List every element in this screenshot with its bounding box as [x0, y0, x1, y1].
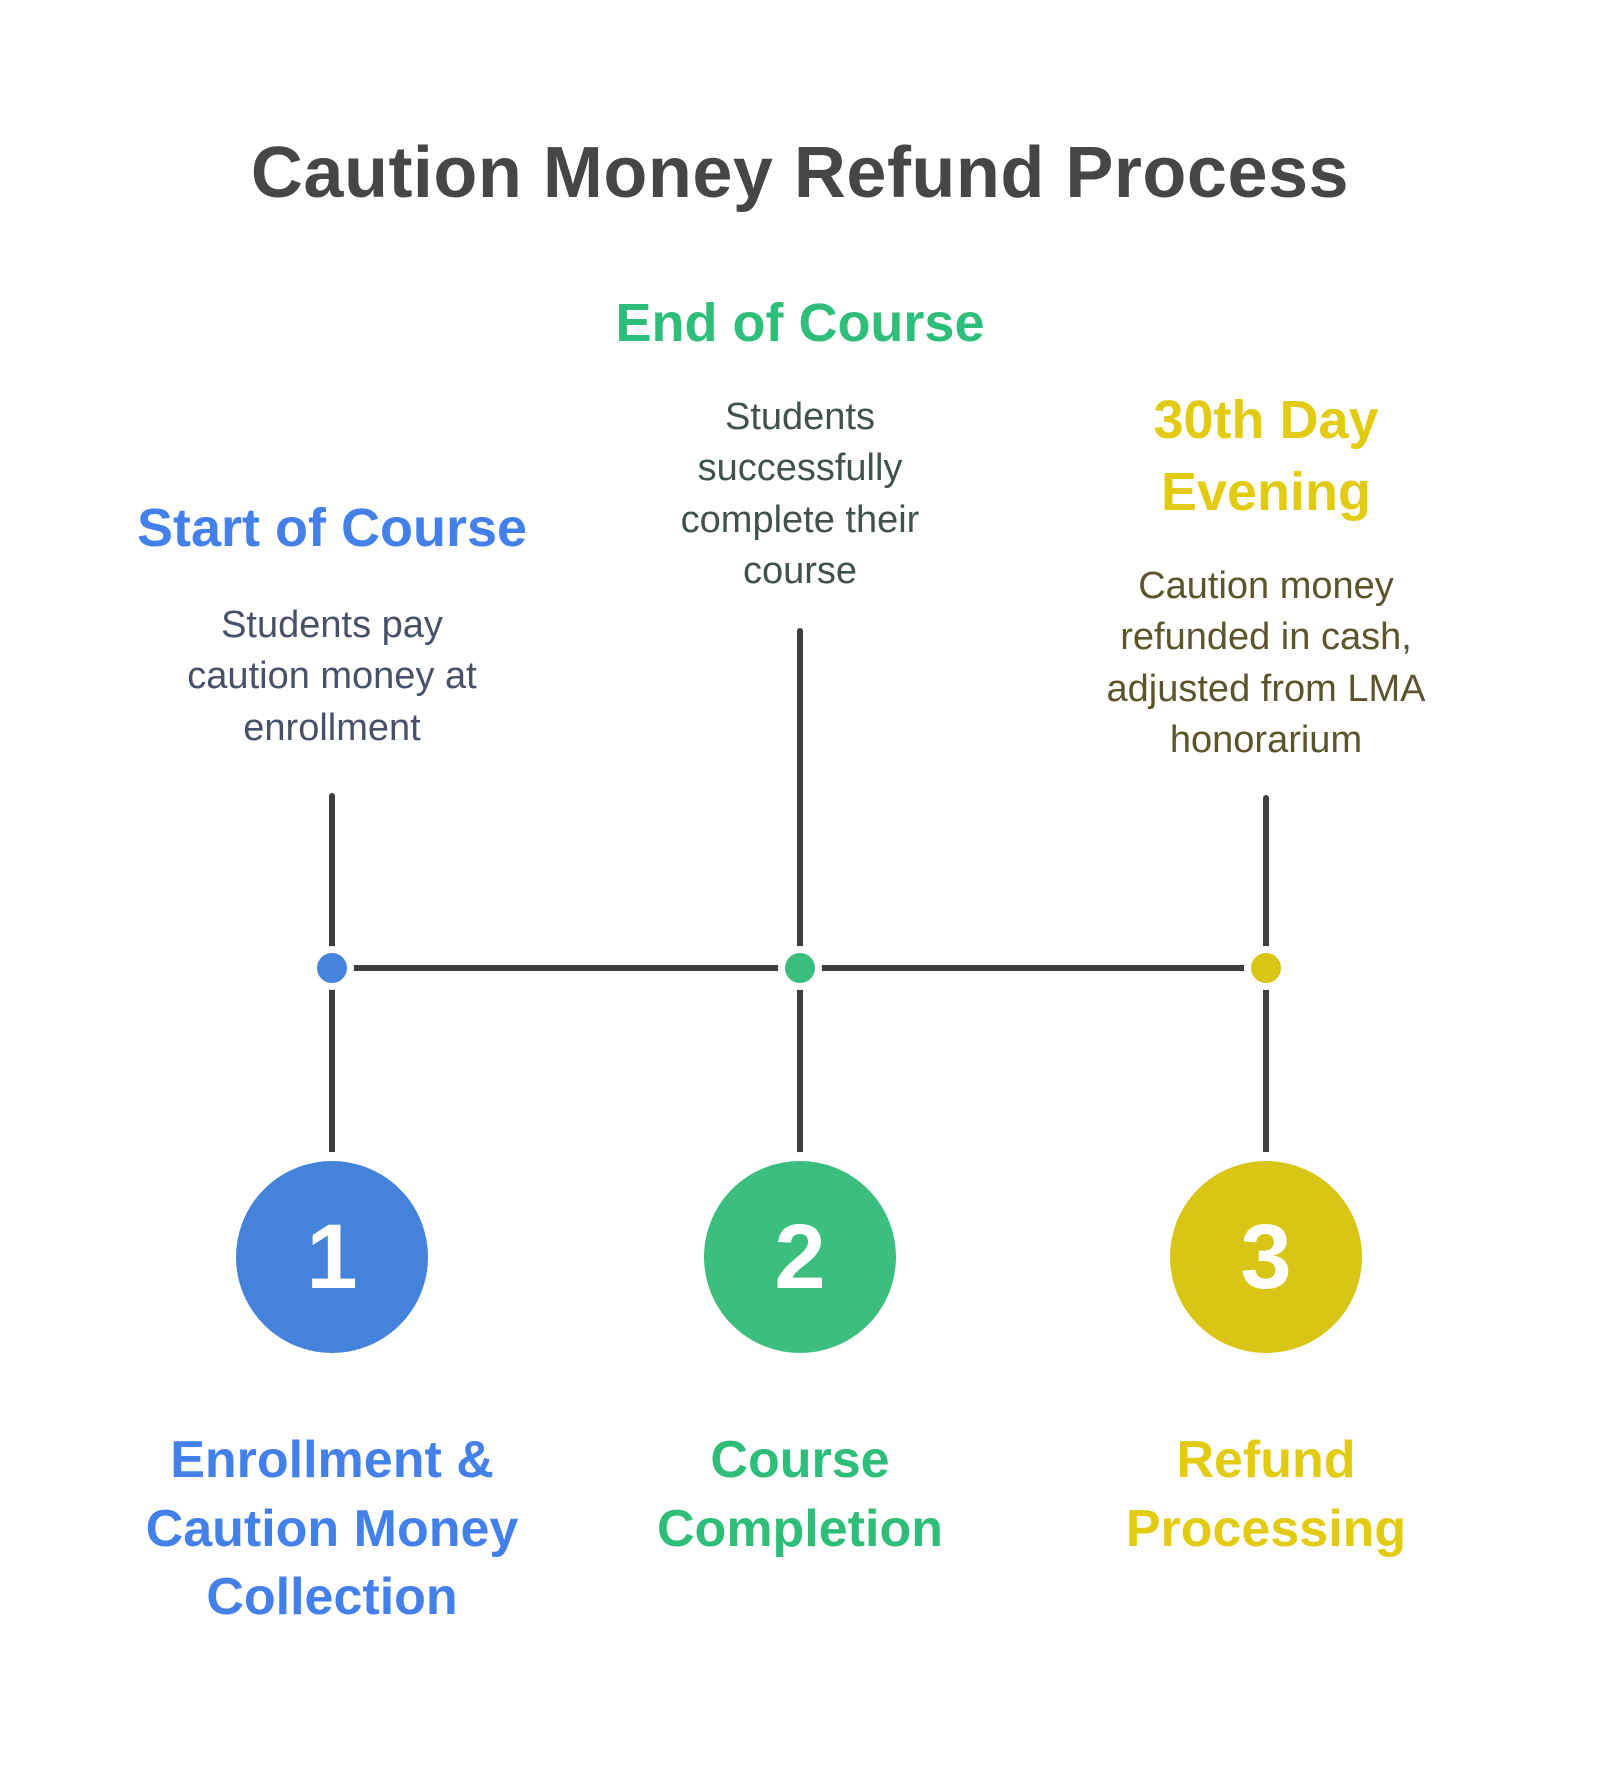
- step-1-label: Enrollment & Caution Money Collection: [145, 1431, 519, 1627]
- step-column-2: End of Course Students successfully comp…: [580, 0, 1020, 1767]
- step-2-number: 2: [774, 1206, 826, 1308]
- step-1-heading: Start of Course: [136, 498, 528, 558]
- step-1-number-circle: 1: [227, 1152, 437, 1362]
- step-1-description: Students pay caution money at enrollment: [187, 604, 477, 749]
- step-1-number: 1: [306, 1206, 358, 1308]
- step-3-heading: 30th Day Evening: [1153, 390, 1379, 522]
- step-2-connector-line: [797, 628, 803, 1160]
- step-2-description: Students successfully complete their cou…: [680, 396, 920, 592]
- step-2-heading: End of Course: [615, 293, 985, 353]
- step-3-label: Refund Processing: [1125, 1431, 1407, 1558]
- step-column-1: Start of Course Students pay caution mon…: [112, 0, 552, 1767]
- step-2-timeline-dot: [778, 946, 822, 990]
- step-column-3: 30th Day Evening Caution money refunded …: [1046, 0, 1486, 1767]
- page-title: Caution Money Refund Process: [250, 133, 1350, 213]
- step-2-number-circle: 2: [695, 1152, 905, 1362]
- step-3-description: Caution money refunded in cash, adjusted…: [1106, 565, 1426, 761]
- step-2-label: Course Completion: [657, 1431, 943, 1558]
- step-3-number-circle: 3: [1161, 1152, 1371, 1362]
- step-3-number: 3: [1240, 1206, 1292, 1308]
- step-3-timeline-dot: [1244, 946, 1288, 990]
- step-1-timeline-dot: [310, 946, 354, 990]
